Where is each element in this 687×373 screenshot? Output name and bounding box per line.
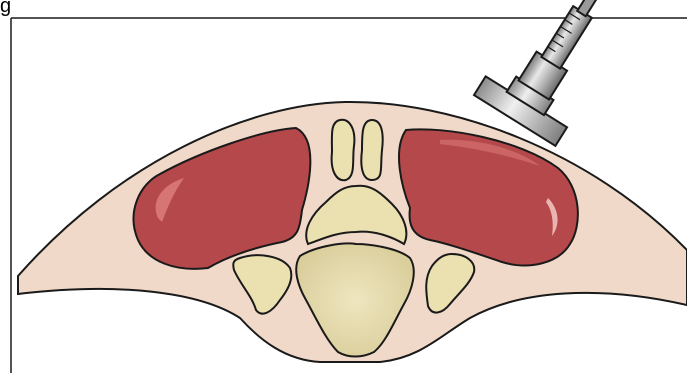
spinous-process-right [361, 120, 382, 180]
spinous-process-left [332, 120, 355, 180]
syringe-needle-icon [474, 0, 635, 146]
